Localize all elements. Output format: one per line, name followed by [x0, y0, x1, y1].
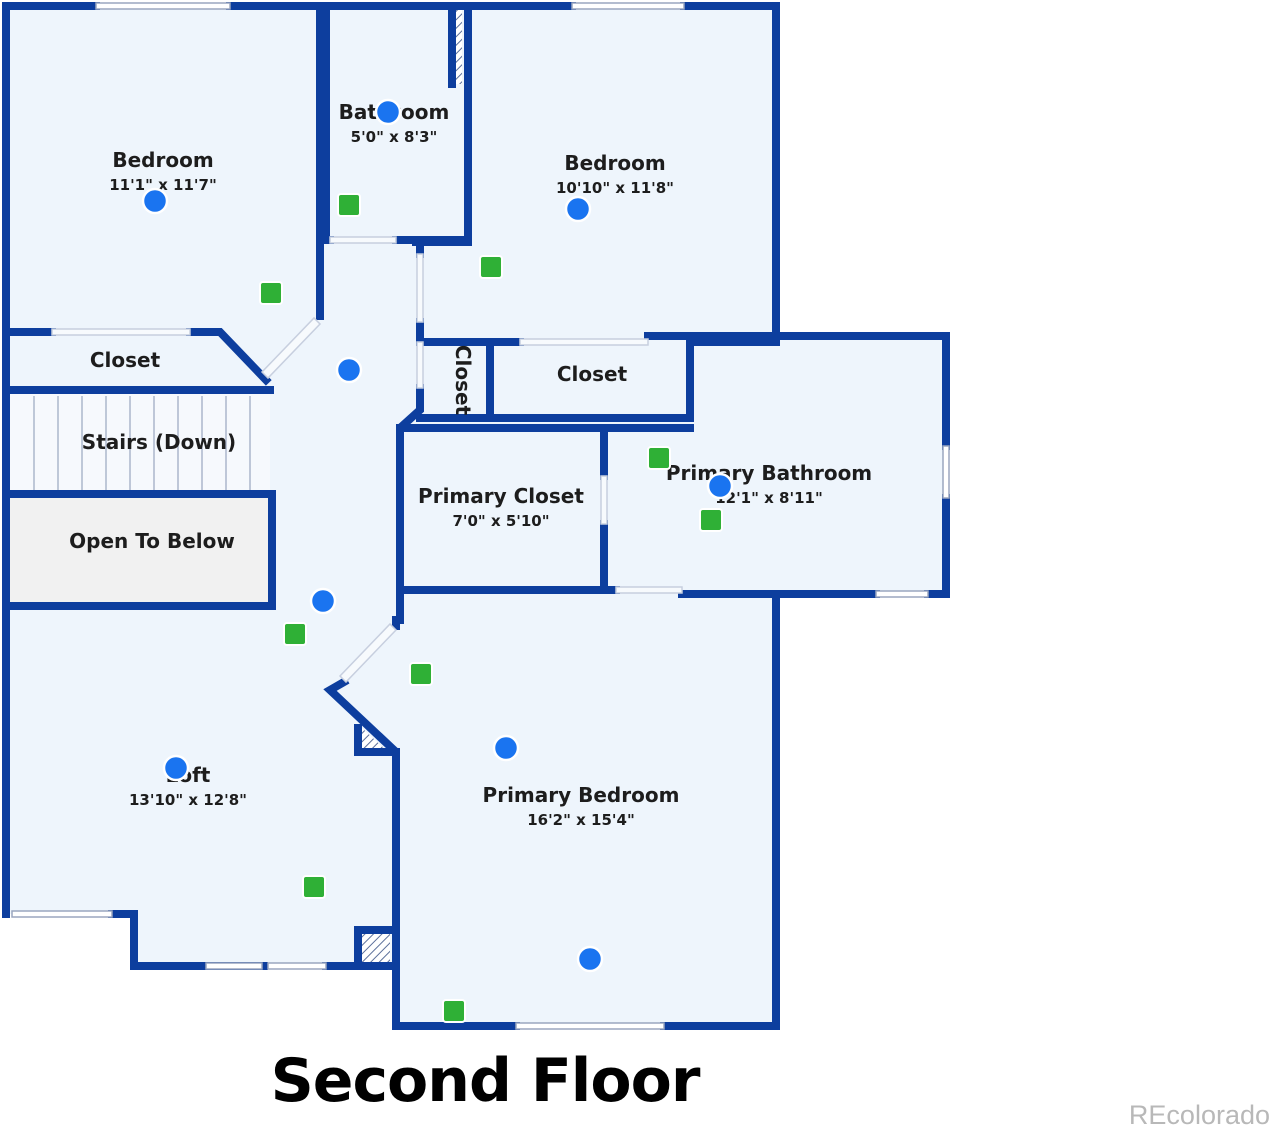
photo-markers — [259, 193, 723, 1023]
photo-marker[interactable] — [337, 193, 361, 217]
room-name: Stairs (Down) — [82, 430, 236, 454]
room-dims: 13'10" x 12'8" — [129, 791, 247, 809]
stairs — [8, 394, 270, 492]
room-dims: 10'10" x 11'8" — [556, 179, 674, 197]
room-dims: 5'0" x 8'3" — [351, 128, 438, 146]
watermark: REcolorado — [1128, 1100, 1270, 1130]
photo-marker[interactable] — [302, 875, 326, 899]
photo-marker[interactable] — [409, 662, 433, 686]
room-labels: Bedroom 11'1" x 11'7" Bathroom 5'0" x 8'… — [69, 100, 872, 829]
hatched-shaft — [452, 10, 462, 84]
room-dims: 7'0" x 5'10" — [452, 512, 549, 530]
room-name: Primary Bedroom — [483, 783, 680, 807]
room-name: Closet — [451, 345, 475, 416]
photo-marker[interactable] — [442, 999, 466, 1023]
photo-marker[interactable] — [259, 281, 283, 305]
room-name: Closet — [90, 348, 161, 372]
photo-marker[interactable] — [479, 255, 503, 279]
camera-dot[interactable] — [374, 98, 402, 126]
windows — [11, 2, 950, 1030]
door-openings — [51, 236, 683, 684]
room-dims: 12'1" x 8'11" — [715, 489, 823, 507]
camera-dot[interactable] — [335, 356, 363, 384]
room-name: Open To Below — [69, 529, 235, 553]
room-name: Bedroom — [112, 148, 213, 172]
camera-dot[interactable] — [564, 195, 592, 223]
room-name: Primary Closet — [418, 484, 584, 508]
photo-marker[interactable] — [699, 508, 723, 532]
room-dims: 16'2" x 15'4" — [527, 811, 635, 829]
camera-dot[interactable] — [141, 187, 169, 215]
floor-area — [6, 6, 946, 1026]
walls — [2, 2, 950, 1030]
photo-marker[interactable] — [647, 446, 671, 470]
hatched-shaft — [362, 934, 390, 962]
floor-title: Second Floor — [270, 1046, 701, 1116]
camera-dot[interactable] — [706, 472, 734, 500]
open-to-below-area — [8, 497, 272, 603]
room-dims: 11'1" x 11'7" — [109, 176, 217, 194]
camera-dot[interactable] — [576, 945, 604, 973]
camera-dot[interactable] — [162, 754, 190, 782]
camera-markers — [141, 98, 734, 973]
photo-marker[interactable] — [283, 622, 307, 646]
room-name: Primary Bathroom — [666, 461, 872, 485]
camera-dot[interactable] — [309, 587, 337, 615]
camera-dot[interactable] — [492, 734, 520, 762]
room-name: Closet — [557, 362, 628, 386]
hatched-shaft — [362, 728, 388, 752]
floor-plan: Bedroom 11'1" x 11'7" Bathroom 5'0" x 8'… — [2, 2, 950, 1030]
room-name: Bedroom — [564, 151, 665, 175]
